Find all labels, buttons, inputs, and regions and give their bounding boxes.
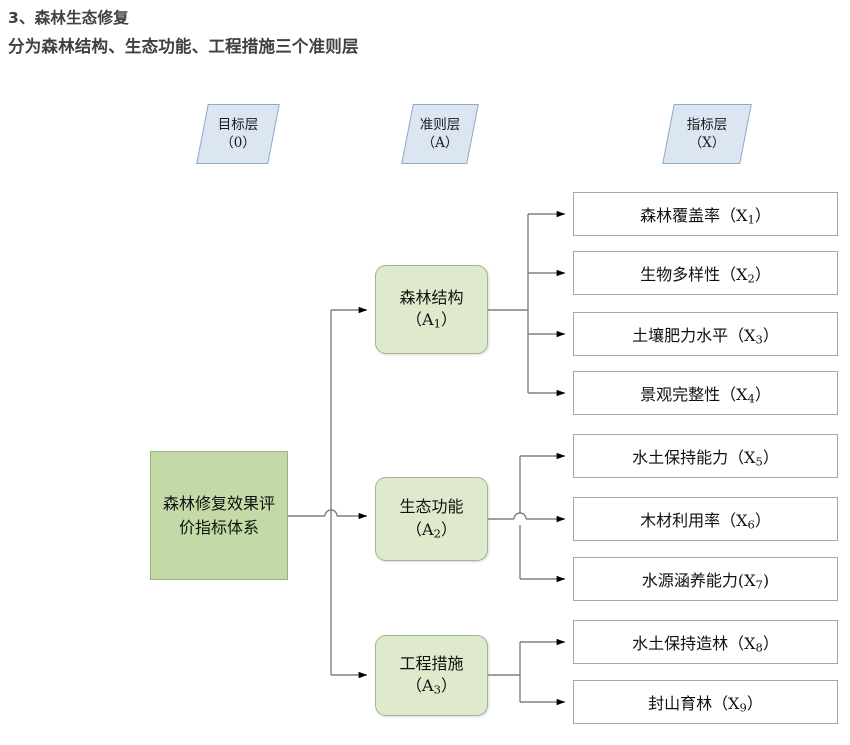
node-indicator-x4[interactable]: 景观完整性（X4） [573,371,838,415]
layer-header-goal: 目标层 （0） [196,104,280,164]
node-indicator-x2-label: 生物多样性（X2） [640,264,771,286]
node-indicator-x1-label: 森林覆盖率（X1） [640,205,771,227]
node-indicator-x7[interactable]: 水源涵养能力(X7) [573,557,838,601]
layer-header-criteria: 准则层 （A） [401,104,479,164]
layer-header-indicator-code: （X） [688,135,726,151]
node-criteria-a3-code: （A3） [406,676,457,697]
node-criteria-a1-label: 森林结构 [399,287,464,307]
page-subtitle: 分为森林结构、生态功能、工程措施三个准则层 [8,37,359,56]
node-indicator-x8[interactable]: 水土保持造林（X8） [573,620,838,664]
layer-header-indicator-name: 指标层 [686,116,728,133]
node-indicator-x3-label: 土壤肥力水平（X3） [632,325,779,347]
layer-header-criteria-name: 准则层 [419,116,461,133]
node-indicator-x5[interactable]: 水土保持能力（X5） [573,434,838,478]
layer-header-criteria-code: （A） [421,135,459,151]
node-indicator-x6-label: 木材利用率（X6） [640,510,771,532]
node-indicator-x3[interactable]: 土壤肥力水平（X3） [573,312,838,356]
node-goal[interactable]: 森林修复效果评价指标体系 [150,451,288,580]
node-indicator-x9-label: 封山育林（X9） [648,693,763,715]
layer-header-goal-code: （0） [220,135,256,151]
node-indicator-x6[interactable]: 木材利用率（X6） [573,497,838,541]
node-criteria-a2-code: （A2） [406,519,457,541]
layer-header-goal-name: 目标层 [217,116,259,133]
node-goal-label: 森林修复效果评价指标体系 [162,494,275,537]
node-criteria-a3[interactable]: 工程措施 （A3） [375,635,488,716]
node-indicator-x2[interactable]: 生物多样性（X2） [573,251,838,295]
node-indicator-x4-label: 景观完整性（X4） [640,384,771,406]
node-indicator-x5-label: 水土保持能力（X5） [632,447,779,469]
page-title: 3、森林生态修复 [8,9,129,27]
node-criteria-a3-label: 工程措施 [399,653,464,673]
a2-hop [513,512,527,520]
layer-header-indicator: 指标层 （X） [662,104,752,164]
node-criteria-a1[interactable]: 森林结构 （A1） [375,265,488,354]
node-indicator-x8-label: 水土保持造林（X8） [632,633,779,655]
node-indicator-x1[interactable]: 森林覆盖率（X1） [573,192,838,236]
node-indicator-x9[interactable]: 封山育林（X9） [573,680,838,724]
node-criteria-a2-label: 生态功能 [399,497,464,517]
node-criteria-a2[interactable]: 生态功能 （A2） [375,477,488,561]
node-indicator-x7-label: 水源涵养能力(X7) [641,570,770,592]
node-criteria-a1-code: （A1） [406,310,457,331]
